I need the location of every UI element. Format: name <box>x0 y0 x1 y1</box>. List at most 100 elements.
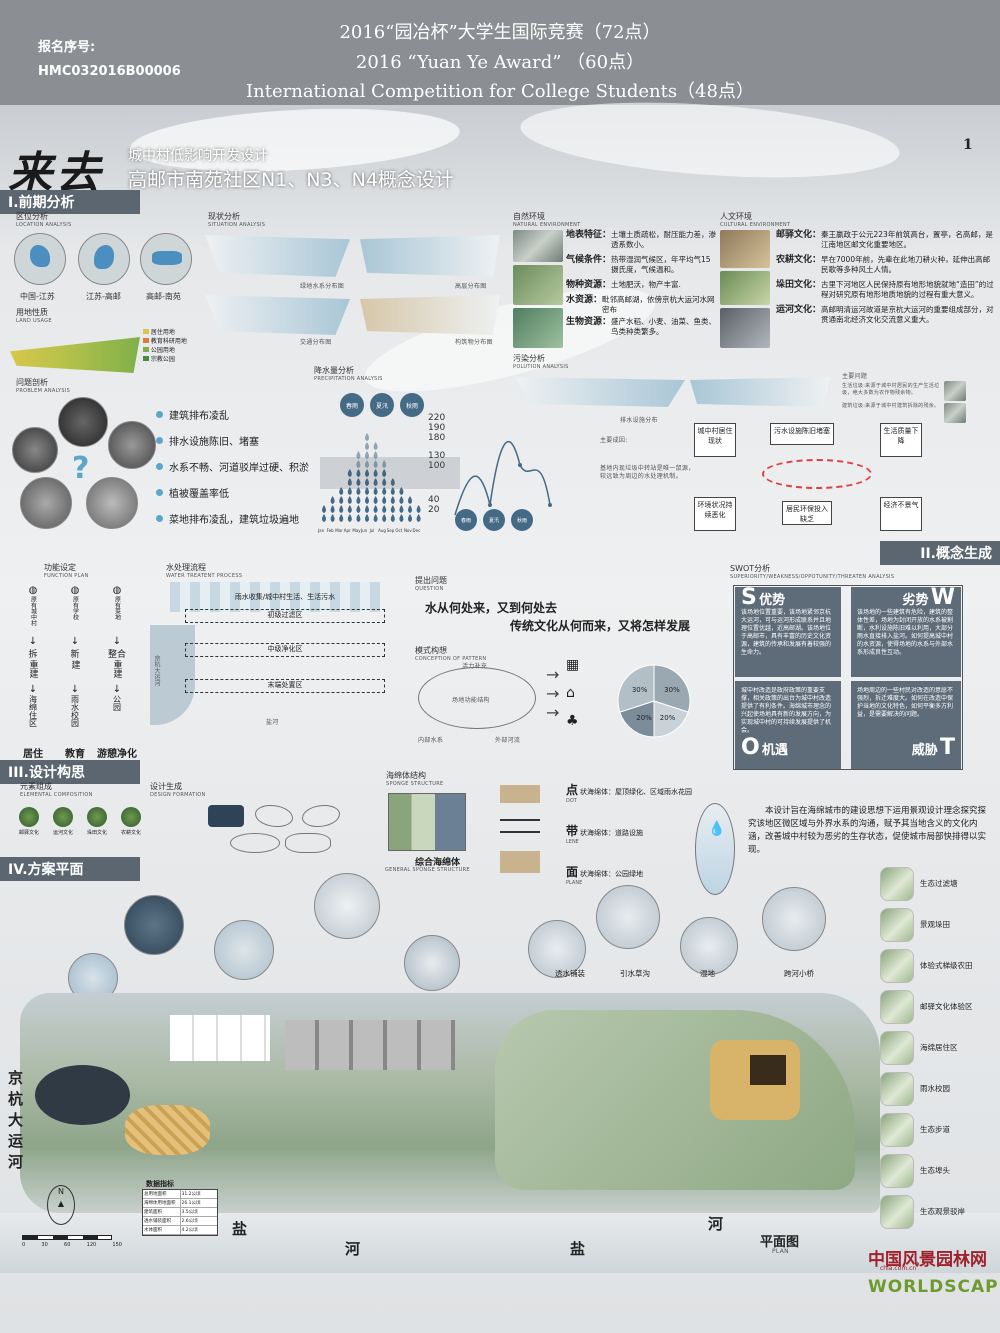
cycle-box-1: 城中村居住现状 <box>694 423 736 457</box>
jiangsu-shape <box>94 245 114 269</box>
water-river-label: 京杭大运河 <box>153 655 160 687</box>
plan-legend-item: 雨水校园 <box>880 1068 973 1109</box>
cultural-title: 人文环境 <box>720 212 752 221</box>
cultural-photo-3 <box>720 308 770 348</box>
precip-sub: PRECIPITATION ANALYSIS <box>314 376 383 382</box>
precip-band <box>320 457 460 489</box>
raindrop-mark <box>382 460 387 468</box>
problem-bullet: 植被覆盖率低 <box>156 485 331 500</box>
cultural-list: 邮驿文化：秦王嬴政于公元223年前筑高台，置亭，名高邮，是江南地区邮文化重要地区… <box>776 230 996 330</box>
table-cell-value: 31.2公顷 <box>181 1192 201 1197</box>
plan-legend-thumb <box>880 1153 914 1188</box>
function-arrow-icon: ↓ <box>70 636 80 647</box>
season-badges: 春雨 夏汛 秋雨 <box>340 393 424 417</box>
pollution-note-2: 基地内现垃圾中转站是唯一鼠源，较远致为周边的水处理机制。 <box>600 465 695 480</box>
raindrop-mark <box>382 496 387 504</box>
raindrop-mark <box>356 469 361 477</box>
month-label: Nov <box>403 528 412 533</box>
raindrop-mark <box>347 487 352 495</box>
landuse-sub: LAND USAGE <box>16 318 52 324</box>
swot-grid <box>733 585 963 770</box>
raindrop-mark <box>373 505 378 513</box>
swot-t-label: 威胁 <box>911 743 938 758</box>
swot-s-letter: S <box>741 585 757 610</box>
swot-t-letter: T <box>939 735 955 760</box>
sponge-row-en: LENE <box>566 839 579 845</box>
water-title: 水处理流程 <box>166 563 206 572</box>
raindrop-mark <box>356 496 361 504</box>
water-step-1: 初级过滤区 <box>185 609 385 623</box>
month-label: May <box>352 528 361 533</box>
logo-chla-url: chla.com.cn <box>880 1265 917 1272</box>
table-cell-key: 水体面积 <box>143 1226 181 1234</box>
function-mid1: 拆 <box>28 650 38 660</box>
landuse-title: 用地性质 <box>16 308 48 317</box>
swot-w-box: 劣势 W 该场地的一些建筑有危险，建筑的整体性差，场地为封闭开放的水系被割断，水… <box>851 587 961 677</box>
function-column: ◍原有菜地↓整合重建↓公园游憩净化 <box>97 585 137 760</box>
problem-photo-4 <box>20 477 72 529</box>
sponge-row-key: 点 <box>566 783 579 797</box>
precip-tick: 180 <box>428 433 446 443</box>
raindrop-mark <box>356 505 361 513</box>
plan-legend-thumb <box>880 1194 914 1229</box>
sponge-sub: SPONGE STRUCTURE <box>386 781 444 787</box>
plan-legend-label: 景观垛田 <box>920 920 950 929</box>
natural-item-value: 盛产水稻、小麦、油菜、鱼类、鸟类种类繁多。 <box>611 317 717 336</box>
plan-legend-thumb <box>880 948 914 983</box>
raindrop-mark <box>347 496 352 504</box>
raindrop-mark <box>390 514 395 522</box>
raindrop-mark <box>356 478 361 486</box>
page-number: 1 <box>963 137 973 153</box>
swot-title: SWOT分析 <box>730 564 771 573</box>
elemental-item-icon <box>87 807 107 827</box>
function-mid1: 新 <box>70 650 80 660</box>
raindrop-mark <box>339 514 344 522</box>
plan-legend-item: 体验式梯级农田 <box>880 945 973 986</box>
question-1: 水从何处来，又到何处去 <box>425 601 558 615</box>
section-heading-1: I.前期分析 <box>0 190 140 214</box>
raindrop-mark <box>365 514 369 522</box>
function-arrow-icon: ↓ <box>112 636 122 647</box>
raindrop-mark <box>339 496 344 504</box>
china-shape <box>30 245 50 267</box>
elemental-item: 垛田文化 <box>84 807 110 836</box>
callout-circle-7 <box>596 885 660 949</box>
house-icon: ⌂ <box>566 685 575 701</box>
natural-item-key: 地表特征： <box>566 230 612 240</box>
natural-title: 自然环境 <box>513 212 545 221</box>
raindrop-mark <box>373 442 378 450</box>
bullet-dot-icon <box>156 489 163 496</box>
natural-item-key: 物种资源： <box>566 280 612 290</box>
raindrop-mark <box>373 487 378 495</box>
section-heading-4: IV.方案平面 <box>0 857 140 881</box>
raindrop-mark <box>390 487 395 495</box>
problem-photo-3 <box>12 427 58 473</box>
cycle-title: 主要问题 <box>842 373 868 380</box>
function-end: 教育 <box>65 749 85 760</box>
river-left-label: 京杭大运河 <box>6 1070 24 1175</box>
pollution-sub: POLUTION ANALYSIS <box>513 364 569 370</box>
cycle-box-4: 经济不景气 <box>880 497 922 531</box>
raindrop-mark <box>399 487 404 495</box>
problem-title: 问题剖析 <box>16 378 48 387</box>
problem-bullet-text: 水系不畅、河道驳岸过硬、积淤 <box>169 463 309 474</box>
function-column: ◍原有城中村↓拆重建↓海绵住区居住 <box>20 585 46 760</box>
pollution-caption: 排水设施分布 <box>620 417 658 424</box>
poster-header: 报名序号: HMC032016B00006 2016“园冶杯”大学生国际竞赛（7… <box>0 0 1000 105</box>
cultural-item-value: 古里下河地区人民保持原有地形地貌就地“造田”的过程对研究原有地形地质地貌的过程有… <box>821 280 994 299</box>
callout-label: 引水草沟 <box>620 969 650 978</box>
raindrop-mark <box>365 442 369 450</box>
swot-t-text: 场地周边的一些村民对改造的意愿不强烈，拆迁难度大。如何在改造中保护当地的文化特色… <box>857 687 954 718</box>
poster-body: 来去 城中村低影响开发设计 高邮市南苑社区N1、N3、N4概念设计 1 I.前期… <box>0 91 1000 1333</box>
landuse-legend: 居住用地 教育科研用地 公园用地 宗教公园 <box>143 327 187 363</box>
pattern-label-3: 活力补充 <box>462 663 488 670</box>
raindrop-mark <box>365 460 369 468</box>
design-sub: DESIGN FORMATION <box>150 792 206 798</box>
month-label: Aug <box>378 528 386 533</box>
plan-school-building <box>750 1055 786 1085</box>
precip-tick: 20 <box>428 505 440 515</box>
cultural-item-key: 运河文化： <box>776 305 822 315</box>
raindrop-mark <box>399 496 404 504</box>
natural-sub: NATURAL ENVIRONMENT <box>513 222 581 228</box>
